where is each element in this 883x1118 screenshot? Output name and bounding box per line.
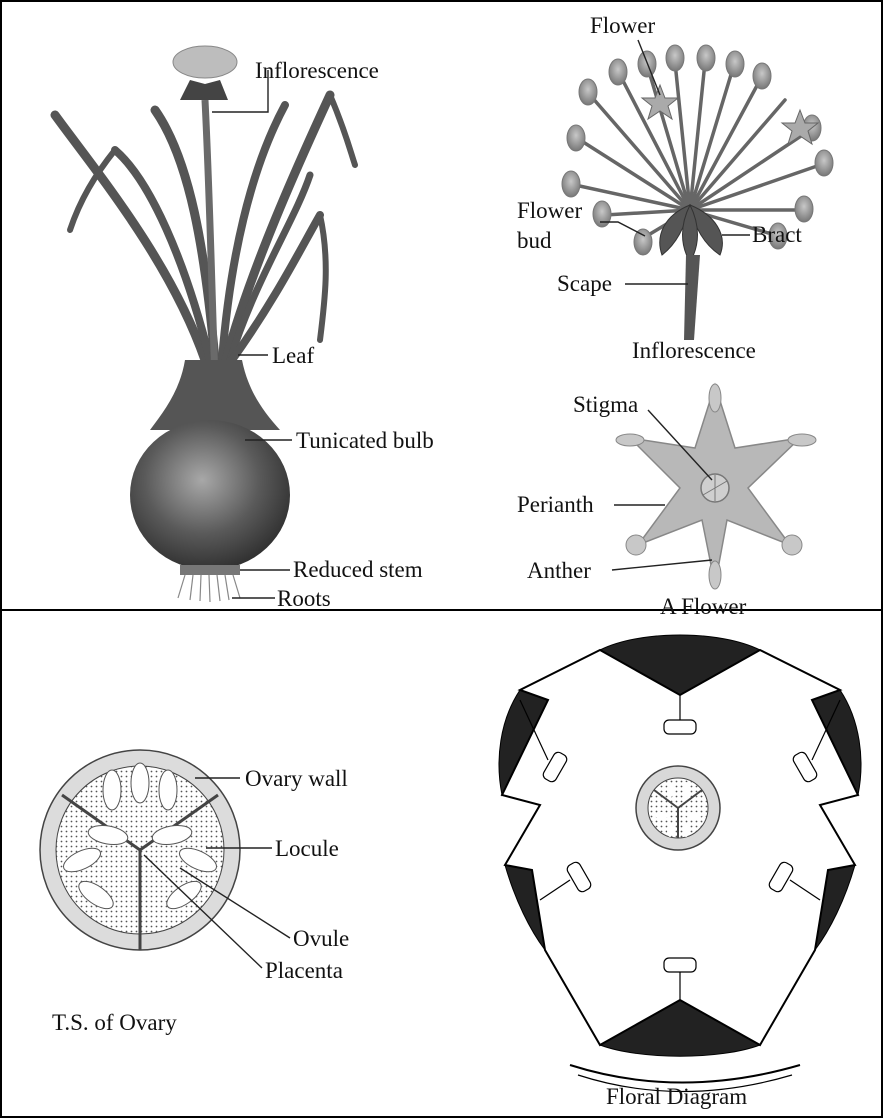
tunicated-bulb-shape (130, 420, 290, 570)
label-flower-bud-2: bud (517, 228, 552, 253)
label-flower: Flower (590, 13, 656, 38)
label-leaf: Leaf (272, 343, 314, 368)
label-ovary-wall: Ovary wall (245, 766, 348, 791)
label-perianth: Perianth (517, 492, 594, 517)
label-bract: Bract (752, 222, 802, 247)
onion-plant: Inflorescence Leaf Tunicated bulb Reduce… (55, 46, 434, 611)
label-locule: Locule (275, 836, 339, 861)
caption-inflorescence: Inflorescence (632, 338, 756, 363)
label-roots: Roots (277, 586, 331, 611)
floral-diagram: Floral Diagram (499, 635, 861, 1109)
bracts (660, 205, 723, 262)
scape-detail (684, 255, 700, 340)
inflorescence-detail: Flower Flower bud Bract Scape Infloresce… (517, 13, 833, 363)
caption-a-flower: A Flower (660, 594, 747, 619)
bract-arc (570, 1065, 800, 1083)
ovary-section: Ovary wall Locule Ovule Placenta T.S. of… (40, 750, 349, 1035)
label-inflorescence: Inflorescence (255, 58, 379, 83)
label-stigma: Stigma (573, 392, 638, 417)
label-scape: Scape (557, 271, 612, 296)
label-ovule: Ovule (293, 926, 349, 951)
roots (178, 575, 240, 602)
caption-ts-ovary: T.S. of Ovary (52, 1010, 177, 1035)
reduced-stem-shape (180, 565, 240, 575)
caption-floral-diagram: Floral Diagram (606, 1084, 747, 1109)
top-inflorescence (173, 46, 237, 100)
flower-detail: Stigma Perianth Anther A Flower (517, 384, 816, 619)
label-flower-bud-1: Flower (517, 198, 583, 223)
label-reduced-stem: Reduced stem (293, 557, 423, 582)
label-tunicated-bulb: Tunicated bulb (296, 428, 434, 453)
label-anther: Anther (527, 558, 591, 583)
label-placenta: Placenta (265, 958, 343, 983)
